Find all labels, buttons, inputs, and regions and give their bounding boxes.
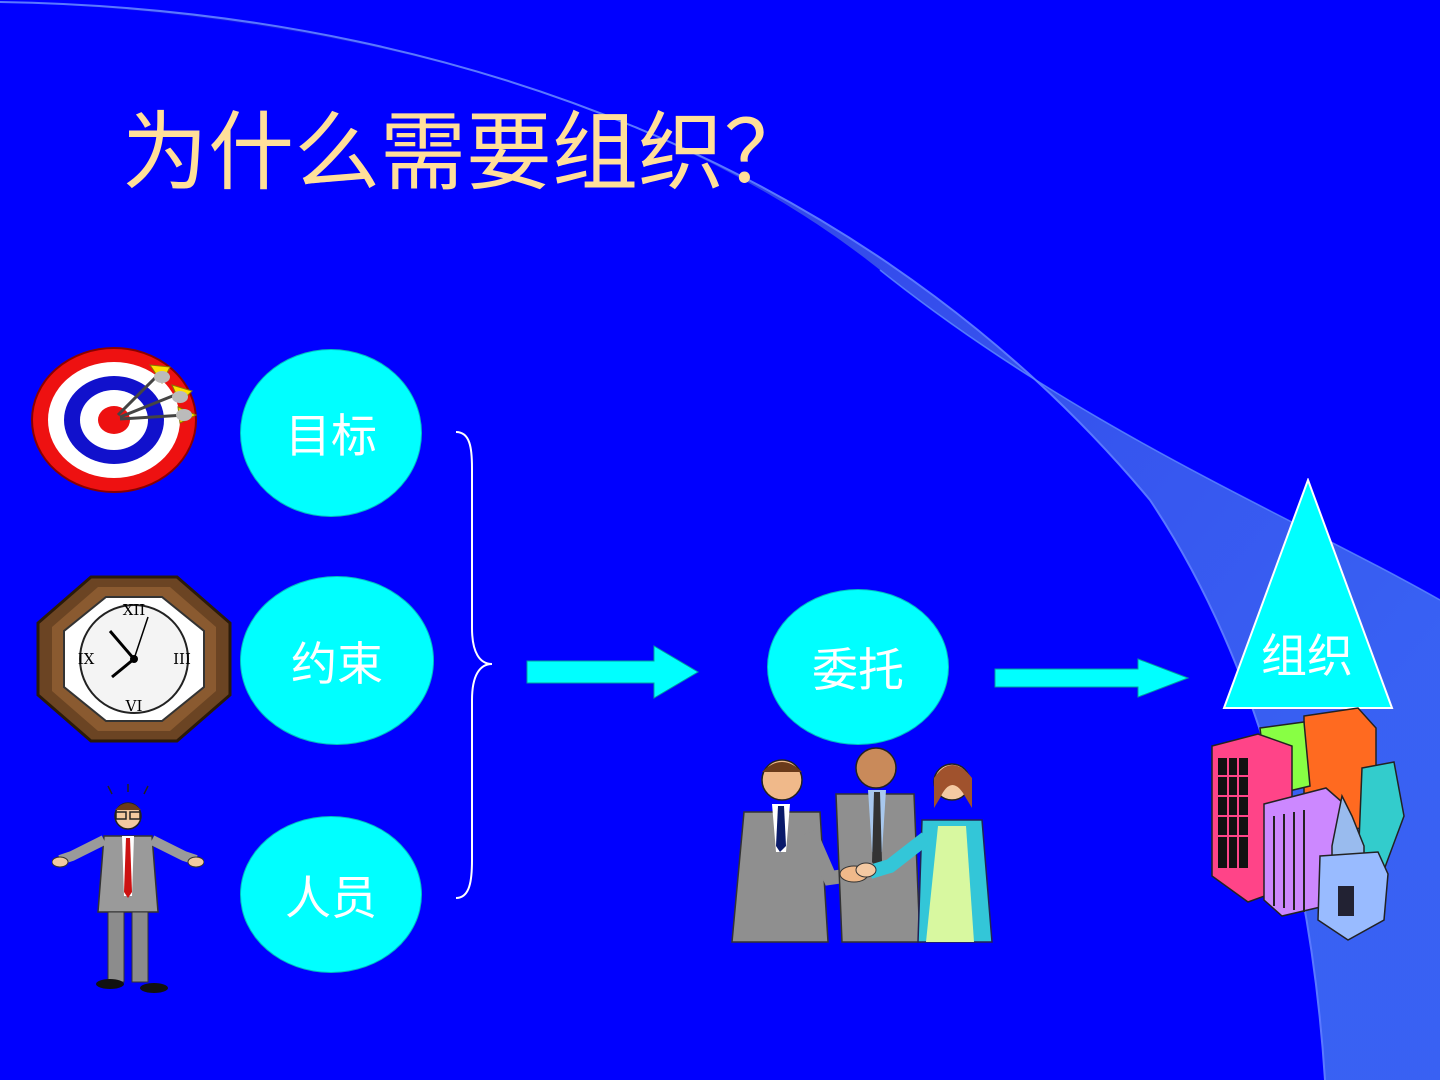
organization-triangle bbox=[1222, 478, 1394, 709]
node-goal: 目标 bbox=[240, 349, 422, 517]
node-goal-label: 目标 bbox=[285, 409, 377, 463]
city-buildings-icon bbox=[1211, 707, 1405, 941]
wall-clock-icon: XII III VI IX bbox=[36, 575, 232, 743]
target-icon bbox=[31, 347, 198, 493]
confused-businessman-icon bbox=[52, 784, 204, 993]
arrow-to-delegation bbox=[526, 645, 699, 699]
right-brace bbox=[455, 431, 493, 899]
svg-text:III: III bbox=[173, 650, 191, 668]
node-people-label: 人员 bbox=[285, 870, 377, 925]
svg-text:VI: VI bbox=[125, 697, 143, 715]
node-constraint-label: 约束 bbox=[291, 636, 383, 691]
node-people: 人员 bbox=[240, 816, 422, 973]
handshake-people-icon bbox=[731, 747, 993, 943]
node-delegation: 委托 bbox=[767, 589, 949, 745]
node-organization-label: 组织 bbox=[1261, 629, 1353, 683]
page-title: 为什么需要组织？ bbox=[122, 103, 810, 203]
svg-text:IX: IX bbox=[78, 650, 95, 668]
node-delegation-label: 委托 bbox=[812, 643, 904, 697]
node-constraint: 约束 bbox=[240, 576, 434, 745]
arrow-to-organization bbox=[994, 658, 1190, 698]
svg-text:XII: XII bbox=[123, 601, 146, 619]
